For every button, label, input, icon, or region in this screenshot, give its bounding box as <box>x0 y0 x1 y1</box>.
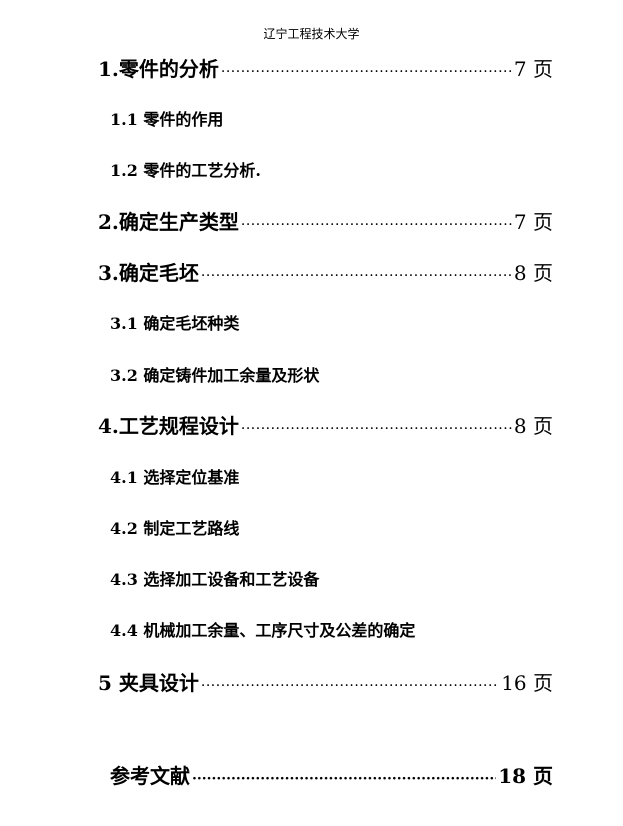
toc-entry-3-2: 3.2 确定铸件加工余量及形状 <box>110 365 319 387</box>
toc-entry-4-2: 4.2 制定工艺路线 <box>110 518 239 540</box>
toc-entry-title: 4.工艺规程设计 <box>98 414 239 438</box>
toc-entry-page: 16 页 <box>501 671 553 695</box>
toc-entry-1: 1.零件的分析 7 页 <box>98 55 553 86</box>
toc-entry-title: 4.3 选择加工设备和工艺设备 <box>110 570 320 589</box>
toc-entry-title: 4.1 选择定位基准 <box>110 468 240 487</box>
toc-entry-4-3: 4.3 选择加工设备和工艺设备 <box>110 569 319 591</box>
toc-entry-title: 4.4 机械加工余量、工序尺寸及公差的确定 <box>110 621 416 640</box>
toc-entry-page: 7 页 <box>513 57 553 81</box>
page-header: 辽宁工程技术大学 <box>263 27 360 41</box>
toc-leader-dots <box>241 415 512 443</box>
toc-entry-title: 2.确定生产类型 <box>98 210 239 234</box>
toc-entry-title: 3.确定毛坯 <box>98 261 199 285</box>
toc-entry-title: 参考文献 <box>110 764 190 788</box>
toc-entry-title: 5 夹具设计 <box>98 671 199 695</box>
toc-entry-3: 3.确定毛坯 8 页 <box>98 259 553 290</box>
toc-entry-4-4: 4.4 机械加工余量、工序尺寸及公差的确定 <box>110 620 415 642</box>
toc-entry-1-1: 1.1 零件的作用 <box>110 109 223 131</box>
toc-entry-title: 1.1 零件的作用 <box>110 110 224 129</box>
toc-entry-3-1: 3.1 确定毛坯种类 <box>110 313 239 335</box>
toc-entry-page: 8 页 <box>513 414 553 438</box>
toc-leader-dots <box>192 765 496 793</box>
toc-entry-title: 3.1 确定毛坯种类 <box>110 314 240 333</box>
toc-leader-dots <box>201 672 499 700</box>
toc-entry-4: 4.工艺规程设计 8 页 <box>98 412 553 443</box>
toc-leader-dots <box>241 211 512 239</box>
toc-entry-references: 参考文献 18 页 <box>110 762 553 793</box>
toc-entry-page: 7 页 <box>513 210 553 234</box>
toc-entry-title: 1.2 零件的工艺分析. <box>110 161 261 180</box>
toc-entry-page: 8 页 <box>513 261 553 285</box>
toc-entry-5: 5 夹具设计 16 页 <box>98 669 553 700</box>
toc-entry-title: 3.2 确定铸件加工余量及形状 <box>110 366 320 385</box>
toc-entry-title: 1.零件的分析 <box>98 57 219 81</box>
toc-leader-dots <box>221 58 512 86</box>
toc-entry-title: 4.2 制定工艺路线 <box>110 519 240 538</box>
toc-entry-2: 2.确定生产类型 7 页 <box>98 208 553 239</box>
toc-entry-page: 18 页 <box>498 764 553 788</box>
toc-entry-4-1: 4.1 选择定位基准 <box>110 467 239 489</box>
toc-leader-dots <box>201 262 512 290</box>
toc-entry-1-2: 1.2 零件的工艺分析. <box>110 160 261 182</box>
